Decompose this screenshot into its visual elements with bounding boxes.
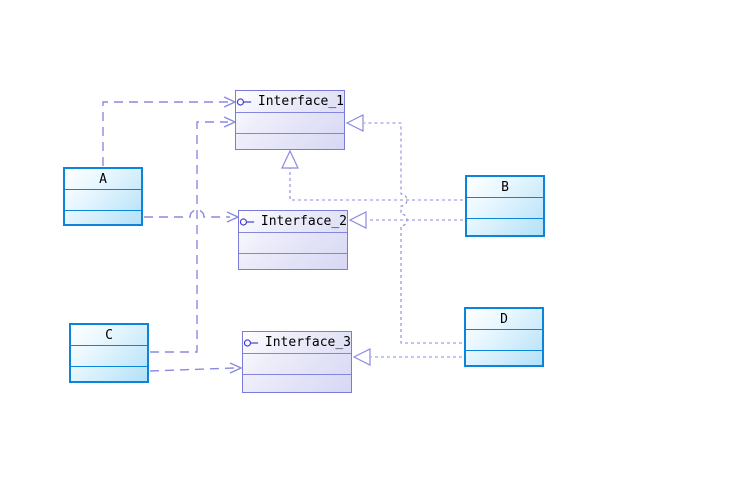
interface-name-label: Interface_3 <box>264 335 351 350</box>
node-title: D <box>466 309 542 329</box>
hollow-triangle-arrowhead <box>348 211 367 229</box>
connector-d-to-interface1-realization[interactable] <box>345 114 462 344</box>
class-name-label: C <box>105 327 113 343</box>
attributes-compartment <box>466 329 542 350</box>
class-name-label: A <box>99 171 107 187</box>
interface-name-label: Interface_1 <box>257 94 344 109</box>
uml-interface-2-node[interactable]: Interface_2 <box>238 210 348 270</box>
connector-c-to-interface3-dependency[interactable] <box>149 362 243 374</box>
connector-a-to-interface2-dependency[interactable] <box>144 209 240 223</box>
operations-compartment <box>243 374 351 392</box>
operations-compartment <box>65 210 141 224</box>
operations-compartment <box>467 218 543 235</box>
hollow-triangle-arrowhead <box>281 149 299 169</box>
attributes-compartment <box>243 353 351 374</box>
uml-interface-3-node[interactable]: Interface_3 <box>242 331 352 393</box>
class-name-label: D <box>500 311 508 327</box>
uml-class-a-node[interactable]: A <box>63 167 143 226</box>
operations-compartment <box>239 253 347 269</box>
node-title: C <box>71 325 147 345</box>
attributes-compartment <box>236 112 344 133</box>
lollipop-interface-icon <box>236 97 252 106</box>
attributes-compartment <box>65 189 141 210</box>
attributes-compartment <box>239 232 347 253</box>
hollow-triangle-arrowhead <box>345 114 364 132</box>
node-title: Interface_1 <box>236 91 344 112</box>
class-name-label: B <box>501 179 509 195</box>
uml-interface-1-node[interactable]: Interface_1 <box>235 90 345 150</box>
connector-a-to-interface1-dependency[interactable] <box>102 96 237 166</box>
operations-compartment <box>236 133 344 149</box>
operations-compartment <box>71 366 147 381</box>
lollipop-interface-icon <box>239 217 255 226</box>
uml-class-d-node[interactable]: D <box>464 307 544 367</box>
hollow-triangle-arrowhead <box>352 348 371 366</box>
attributes-compartment <box>71 345 147 366</box>
connector-c-to-interface1-dependency[interactable] <box>150 116 237 353</box>
operations-compartment <box>466 350 542 365</box>
uml-class-b-node[interactable]: B <box>465 175 545 237</box>
lollipop-interface-icon <box>243 338 259 347</box>
open-arrowhead <box>229 362 243 374</box>
node-title: A <box>65 169 141 189</box>
connector-d-to-interface3-realization[interactable] <box>352 348 462 366</box>
connector-b-to-interface1-realization[interactable] <box>281 149 463 201</box>
node-title: Interface_3 <box>243 332 351 353</box>
node-title: Interface_2 <box>239 211 347 232</box>
attributes-compartment <box>467 197 543 218</box>
uml-class-c-node[interactable]: C <box>69 323 149 383</box>
node-title: B <box>467 177 543 197</box>
interface-name-label: Interface_2 <box>260 214 347 229</box>
